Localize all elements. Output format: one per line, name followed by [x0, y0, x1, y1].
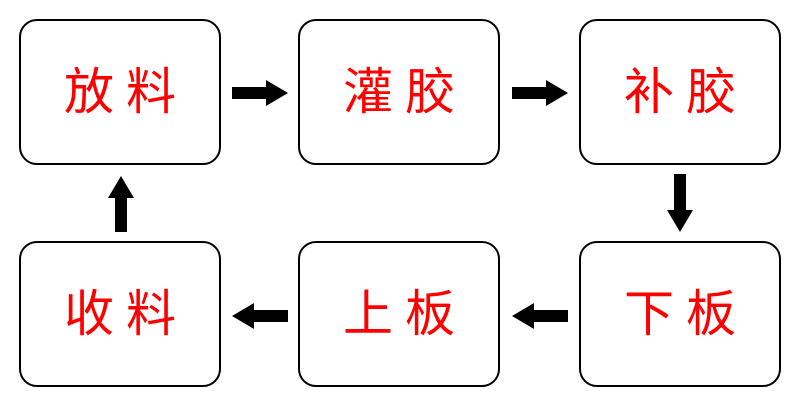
step-box-xiaban: 下板	[579, 241, 781, 387]
step-label: 灌胶	[343, 63, 467, 121]
step-box-guanjiao: 灌胶	[298, 19, 500, 165]
step-box-bujiao: 补胶	[579, 19, 781, 165]
step-label: 补胶	[624, 63, 748, 121]
step-label: 下板	[624, 285, 748, 343]
arrow-right-icon	[232, 80, 288, 106]
arrow-down-icon	[667, 174, 693, 232]
step-label: 上板	[343, 285, 467, 343]
arrow-right-icon	[512, 80, 568, 106]
step-box-shangban: 上板	[298, 241, 500, 387]
arrow-up-icon	[108, 176, 134, 232]
step-label: 放料	[64, 63, 188, 121]
arrow-left-icon	[512, 303, 568, 329]
step-box-fangliao: 放料	[19, 19, 221, 165]
arrow-left-icon	[232, 303, 288, 329]
step-box-shouliao: 收料	[19, 241, 221, 387]
step-label: 收料	[64, 285, 188, 343]
